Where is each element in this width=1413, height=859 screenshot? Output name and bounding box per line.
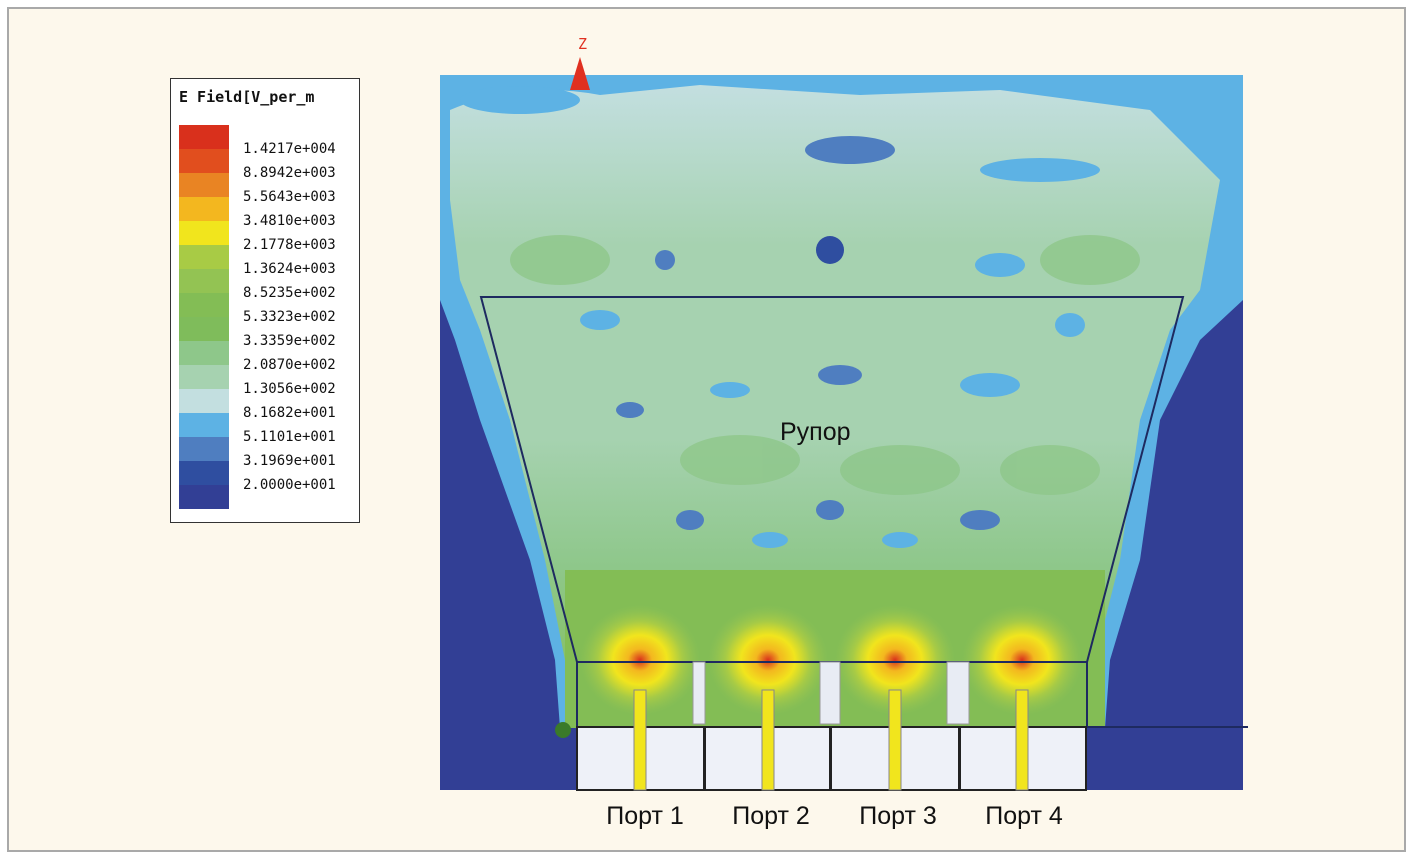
legend-color-bar xyxy=(179,125,229,509)
port-label-4: Порт 4 xyxy=(985,802,1063,830)
z-axis-arrow-icon xyxy=(570,57,590,90)
legend-value: 2.0000e+001 xyxy=(243,477,336,493)
legend-value: 2.0870e+002 xyxy=(243,357,336,373)
legend-value: 3.4810e+003 xyxy=(243,213,336,229)
field-blobs xyxy=(460,86,1100,548)
feed-separators xyxy=(692,661,970,725)
origin-marker xyxy=(555,722,571,738)
field-green-patches xyxy=(510,235,1140,495)
legend-swatch xyxy=(179,245,229,269)
legend-value: 1.3056e+002 xyxy=(243,381,336,397)
legend-swatch xyxy=(179,389,229,413)
port-label-3: Порт 3 xyxy=(859,802,937,830)
legend-value: 1.4217e+004 xyxy=(243,141,336,157)
legend-value: 8.8942e+003 xyxy=(243,165,336,181)
legend-swatch xyxy=(179,269,229,293)
z-axis-label: Z xyxy=(578,35,588,53)
legend-title: E Field[V_per_m xyxy=(179,88,315,106)
legend-swatch xyxy=(179,317,229,341)
legend-value: 8.1682e+001 xyxy=(243,405,336,421)
legend-value: 5.3323e+002 xyxy=(243,309,336,325)
legend-swatch xyxy=(179,341,229,365)
legend-swatch xyxy=(179,293,229,317)
legend-swatch xyxy=(179,149,229,173)
legend-value: 8.5235e+002 xyxy=(243,285,336,301)
legend-swatch xyxy=(179,485,229,509)
legend-swatch xyxy=(179,173,229,197)
port-label-2: Порт 2 xyxy=(732,802,810,830)
horn-label: Рупор xyxy=(780,418,851,446)
legend-value: 3.3359e+002 xyxy=(243,333,336,349)
legend-value: 2.1778e+003 xyxy=(243,237,336,253)
legend-swatch xyxy=(179,461,229,485)
color-legend: E Field[V_per_m 1.4217e+004 8.8942e+003 5.… xyxy=(170,78,360,523)
legend-swatch xyxy=(179,197,229,221)
legend-value: 5.1101e+001 xyxy=(243,429,336,445)
legend-value: 3.1969e+001 xyxy=(243,453,336,469)
legend-value: 5.5643e+003 xyxy=(243,189,336,205)
port-boxes xyxy=(576,726,1087,791)
hotspots xyxy=(580,605,1082,715)
legend-swatch xyxy=(179,437,229,461)
legend-value: 1.3624e+003 xyxy=(243,261,336,277)
coax-feeds xyxy=(633,689,1029,791)
port-label-1: Порт 1 xyxy=(606,802,684,830)
legend-swatch xyxy=(179,125,229,149)
legend-values: 1.4217e+004 8.8942e+003 5.5643e+003 3.4810e… xyxy=(243,137,336,497)
field-mid-region xyxy=(450,85,1220,728)
legend-swatch xyxy=(179,221,229,245)
legend-swatch xyxy=(179,365,229,389)
legend-swatch xyxy=(179,413,229,437)
